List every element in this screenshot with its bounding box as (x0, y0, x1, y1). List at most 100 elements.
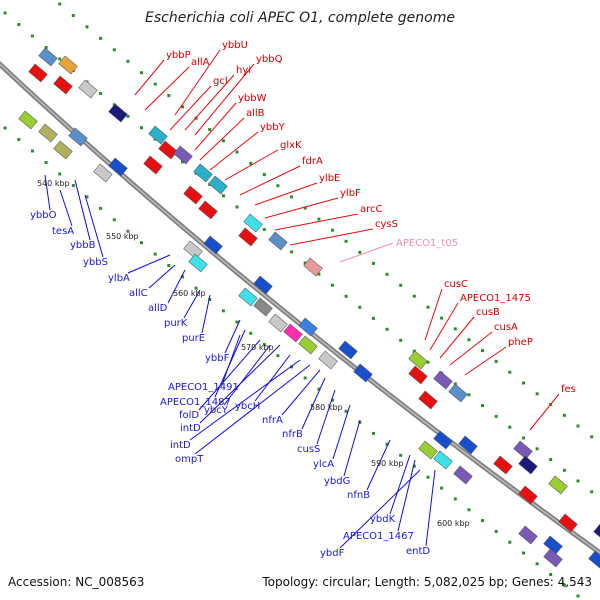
track-dot (17, 23, 21, 26)
gene-feature (108, 103, 128, 123)
track-dot (181, 160, 184, 164)
gene-feature (433, 450, 453, 470)
gene-label-reverse: APECO1_1467 (343, 531, 414, 542)
track-dot (140, 126, 143, 130)
leader-line (134, 59, 165, 96)
gene-feature (183, 185, 203, 205)
leader-line (339, 242, 394, 263)
track-dot (590, 435, 594, 439)
gene-feature (143, 155, 163, 175)
track-dot (317, 387, 321, 391)
gene-label-forward: cusB (476, 307, 500, 318)
track-dot (453, 497, 457, 501)
track-dot (140, 71, 143, 75)
track-dot (535, 562, 539, 566)
gene-feature (493, 455, 513, 475)
gene-label-forward: ybbY (260, 122, 286, 133)
track-dot (371, 431, 375, 435)
tick-label: 550 kbp (106, 232, 139, 241)
gene-feature (513, 440, 533, 460)
leader-line (264, 197, 339, 219)
track-dot (221, 194, 225, 198)
leader-line (174, 49, 221, 116)
gene-feature (38, 47, 58, 67)
track-dot (262, 173, 266, 176)
leader-line (529, 393, 560, 431)
gene-feature (193, 163, 213, 183)
track-dot (385, 442, 389, 446)
gene-features (18, 47, 600, 570)
gene-feature (593, 523, 600, 543)
gene-label-reverse: ybdK (370, 514, 396, 525)
track-dot (235, 320, 239, 324)
track-dot (317, 217, 321, 221)
gene-label-reverse: ybdF (320, 548, 345, 559)
gene-label-reverse: nfrB (282, 429, 303, 440)
gene-feature (558, 513, 578, 533)
track-dot (535, 392, 539, 396)
leader-line (224, 149, 279, 181)
track-dot (453, 327, 457, 331)
gene-label-forward: glxK (280, 140, 302, 151)
track-dot (344, 294, 348, 298)
gene-label-forward: cusA (494, 322, 518, 333)
leader-line (343, 419, 361, 477)
gene-feature (253, 275, 273, 295)
gene-label-forward: ybbU (222, 40, 248, 51)
track-dot (99, 91, 103, 95)
leader-line (332, 404, 351, 460)
leader-line (74, 179, 91, 241)
leader-line (389, 454, 411, 515)
gene-label-reverse: purE (182, 333, 205, 344)
gene-label-forward: allA (191, 57, 210, 68)
track-dot (412, 294, 416, 298)
gene-label-forward: arcC (360, 204, 383, 215)
gene-label-forward: pheP (508, 337, 533, 348)
leader-line (194, 364, 311, 455)
leader-line (281, 369, 321, 416)
leader-line (199, 117, 245, 161)
gene-label-forward: fes (561, 384, 576, 395)
track-dot (181, 105, 184, 109)
gene-feature (338, 340, 358, 360)
leader-line (199, 344, 281, 424)
track-dot (562, 413, 566, 417)
leader-line (464, 346, 507, 376)
gene-feature (588, 550, 600, 570)
track-dot (426, 305, 430, 309)
leader-line (183, 289, 201, 319)
track-dot (576, 424, 580, 428)
gene-label-reverse: allC (129, 288, 148, 299)
gene-feature (238, 227, 258, 247)
track-dot (440, 486, 444, 490)
leader-line (429, 302, 459, 351)
gene-feature (268, 231, 288, 251)
gene-label-forward: ybbQ (256, 54, 283, 65)
gene-label-reverse: ylcA (313, 459, 334, 470)
track-dot (344, 409, 348, 413)
gene-feature (283, 323, 303, 343)
gene-feature (418, 390, 438, 410)
track-dot (467, 508, 471, 512)
gene-feature (448, 383, 468, 403)
gene-label-reverse: APECO1_1487 (160, 397, 231, 408)
gene-feature (183, 240, 203, 260)
track-dot (467, 393, 471, 397)
gene-label-forward: cusC (444, 279, 468, 290)
gene-feature (68, 127, 88, 147)
track-dot (590, 490, 594, 494)
track-dot (481, 519, 484, 523)
leader-line (301, 377, 326, 430)
track-dot (99, 36, 103, 40)
track-dot (181, 275, 184, 279)
genome-backbone-highlight (0, 63, 600, 554)
track-dot (358, 305, 362, 309)
tick-label: 590 kbp (371, 459, 404, 468)
gene-feature (188, 253, 208, 273)
track-dot (140, 241, 143, 245)
track-dot (153, 252, 157, 256)
track-dot (58, 2, 62, 6)
gene-feature (268, 313, 288, 333)
track-dot (126, 114, 130, 118)
